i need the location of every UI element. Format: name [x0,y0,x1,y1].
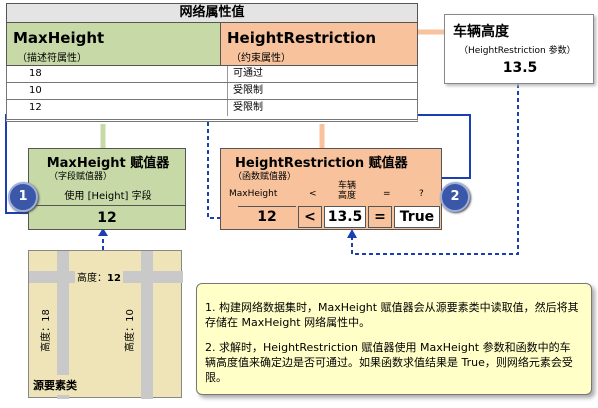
func-label-maxheight: MaxHeight [229,189,278,199]
func-value-result: True [394,206,440,228]
func-value-less: < [298,206,322,228]
map-caption: 源要素类 [29,375,81,395]
vehicle-height-callout: 车辆高度 （HeightRestriction 参数） 13.5 [444,14,594,84]
map-top-label-prefix: 高度： [77,273,107,284]
field-evaluator-value: 12 [29,205,185,230]
func-value-equals: = [368,206,392,228]
field-evaluator-sub: （字段赋值器） [49,172,113,182]
func-value-vehicle-height: 13.5 [324,206,366,228]
func-value-maxheight: 12 [238,206,296,228]
row-restriction: 可通过 [227,66,263,82]
function-evaluator-title: HeightRestriction 赋值器 [235,156,408,171]
maxheight-header-sub: （描述符属性） [17,53,87,64]
row-restriction: 受限制 [227,100,263,116]
field-evaluator-box: MaxHeight 赋值器 （字段赋值器） 使用 [Height] 字段 12 [28,148,186,230]
heightrestriction-column-header: HeightRestriction （约束属性） [220,22,418,66]
explanation-note: 1. 构建网络数据集时，MaxHeight 赋值器会从源要素类中读取值，然后将其… [196,283,592,395]
callout-value: 13.5 [502,60,538,76]
row-restriction: 受限制 [227,83,263,99]
note-step-1: 1. 构建网络数据集时，MaxHeight 赋值器会从源要素类中读取值，然后将其… [205,301,579,329]
field-evaluator-title: MaxHeight 赋值器 [46,156,170,171]
map-top-label: 高度：12 [75,269,123,284]
function-evaluator-sub: （函数赋值器） [233,172,297,182]
table-row: 10 受限制 [6,83,418,100]
func-label-equals: = [383,189,391,199]
map-right-label: 高度：10 [124,309,136,352]
map-top-label-value: 12 [107,273,121,284]
table-row: 12 受限制 [6,100,418,122]
row-value: 18 [29,68,42,79]
heightrestriction-header-label: HeightRestriction [227,29,377,47]
callout-sub: （HeightRestriction 参数） [459,46,576,56]
func-label-question: ? [419,189,424,199]
row-value: 10 [29,85,42,96]
step-1-badge: 1 [8,182,38,212]
source-feature-map: 高度：12 高度：18 高度：10 源要素类 [28,250,183,399]
step-2-badge: 2 [440,182,470,212]
callout-title: 车辆高度 [453,24,509,40]
row-value: 12 [29,102,42,113]
maxheight-column-header: MaxHeight （描述符属性） [6,22,221,66]
heightrestriction-header-sub: （约束属性） [231,53,291,64]
func-label-less: < [309,189,317,199]
field-evaluator-desc: 使用 [Height] 字段 [64,191,152,202]
map-left-label: 高度：18 [40,309,52,352]
note-step-2: 2. 求解时，HeightRestriction 赋值器使用 MaxHeight… [205,341,573,384]
table-row: 18 可通过 [6,66,418,83]
func-label-vehicle-height: 车辆 高度 [337,181,356,201]
table-title: 网络属性值 [6,3,418,23]
maxheight-header-label: MaxHeight [13,29,105,47]
